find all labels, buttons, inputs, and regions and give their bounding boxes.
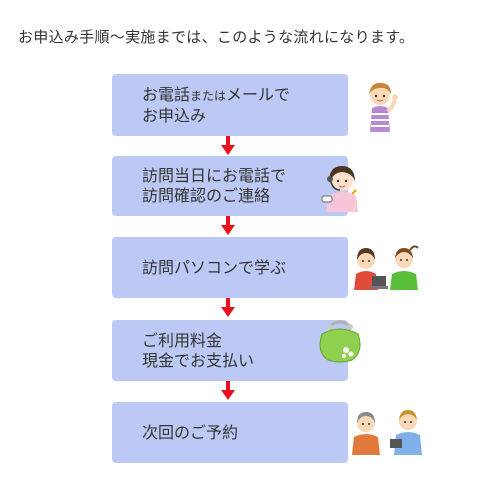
waving-woman-icon [369,82,398,132]
step-3-line-1: 訪問パソコンで学ぶ [142,257,287,277]
step-3-box: 訪問パソコンで学ぶ [112,237,348,298]
step-1-line-2: お申込み [142,105,207,125]
step-5-line-1: 次回のご予約 [142,422,239,442]
step-2-box: 訪問当日にお電話で 訪問確認のご連絡 [112,156,348,216]
flow-arrow-4 [221,381,235,400]
step-5-box: 次回のご予約 [112,402,348,463]
step-1-line-1: お電話またはメールで [142,84,291,104]
step-4-line-2: 現金でお支払い [142,350,255,370]
telephone-operator-icon [321,166,358,212]
instructor-and-student-icon [352,410,422,455]
flow-arrow-2 [221,216,235,235]
flow-arrow-3 [221,298,235,317]
couple-with-laptop-icon [354,245,419,290]
step-4-box: ご利用料金 現金でお支払い [112,320,348,381]
green-coin-purse-icon [319,320,361,363]
step-4-line-1: ご利用料金 [142,330,223,350]
step-1-box: お電話またはメールで お申込み [112,74,348,136]
flow-arrow-1 [221,136,235,155]
step-2-line-1: 訪問当日にお電話で [142,166,287,185]
page-heading: お申込み手順〜実施までは、このような流れになります。 [18,28,415,46]
step-2-line-2: 訪問確認のご連絡 [142,186,271,205]
